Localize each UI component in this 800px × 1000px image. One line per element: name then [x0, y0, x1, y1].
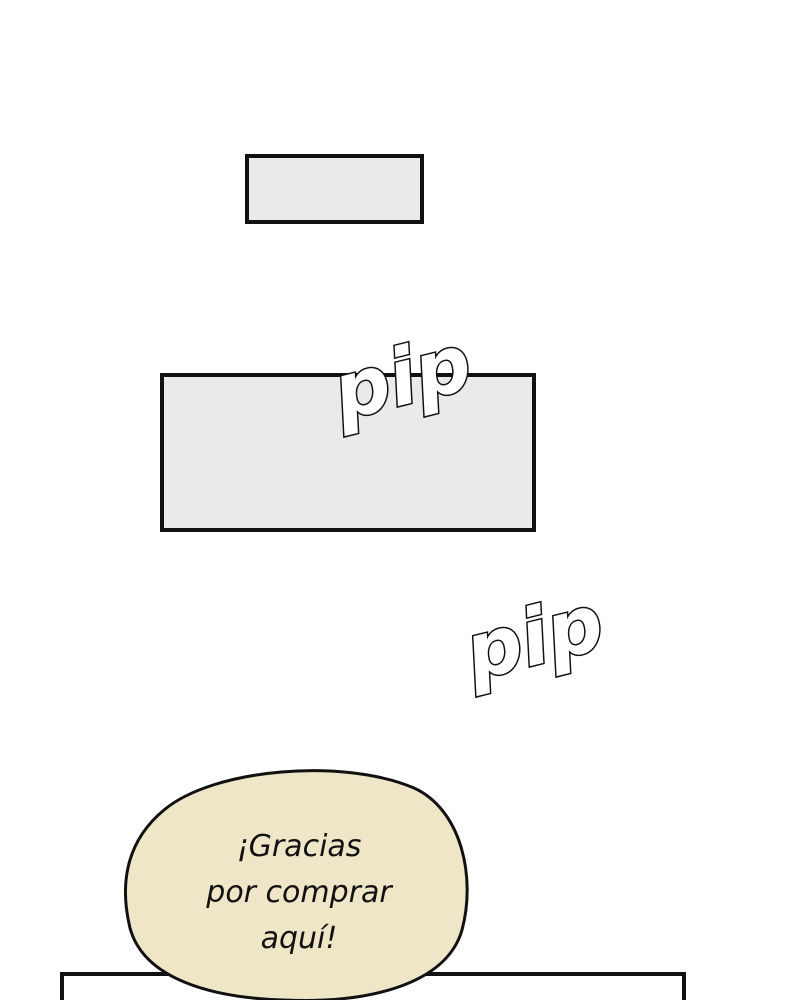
panel-small	[245, 154, 424, 224]
sound-effect-text: pip	[323, 318, 480, 439]
sound-effect-pip-2: pip	[454, 576, 614, 700]
speech-line-1: ¡Gracias	[236, 829, 362, 864]
speech-bubble: ¡Gracias por comprar aquí!	[124, 758, 472, 1000]
speech-line-2: por comprar	[206, 875, 392, 910]
panel-large	[160, 373, 536, 532]
sound-effect-pip-1: pip	[322, 316, 482, 440]
sound-effect-text: pip	[455, 578, 612, 699]
speech-bubble-shape	[124, 769, 469, 1000]
speech-line-3: aquí!	[260, 921, 338, 956]
speech-bubble-text: ¡Gracias por comprar aquí!	[164, 824, 434, 962]
